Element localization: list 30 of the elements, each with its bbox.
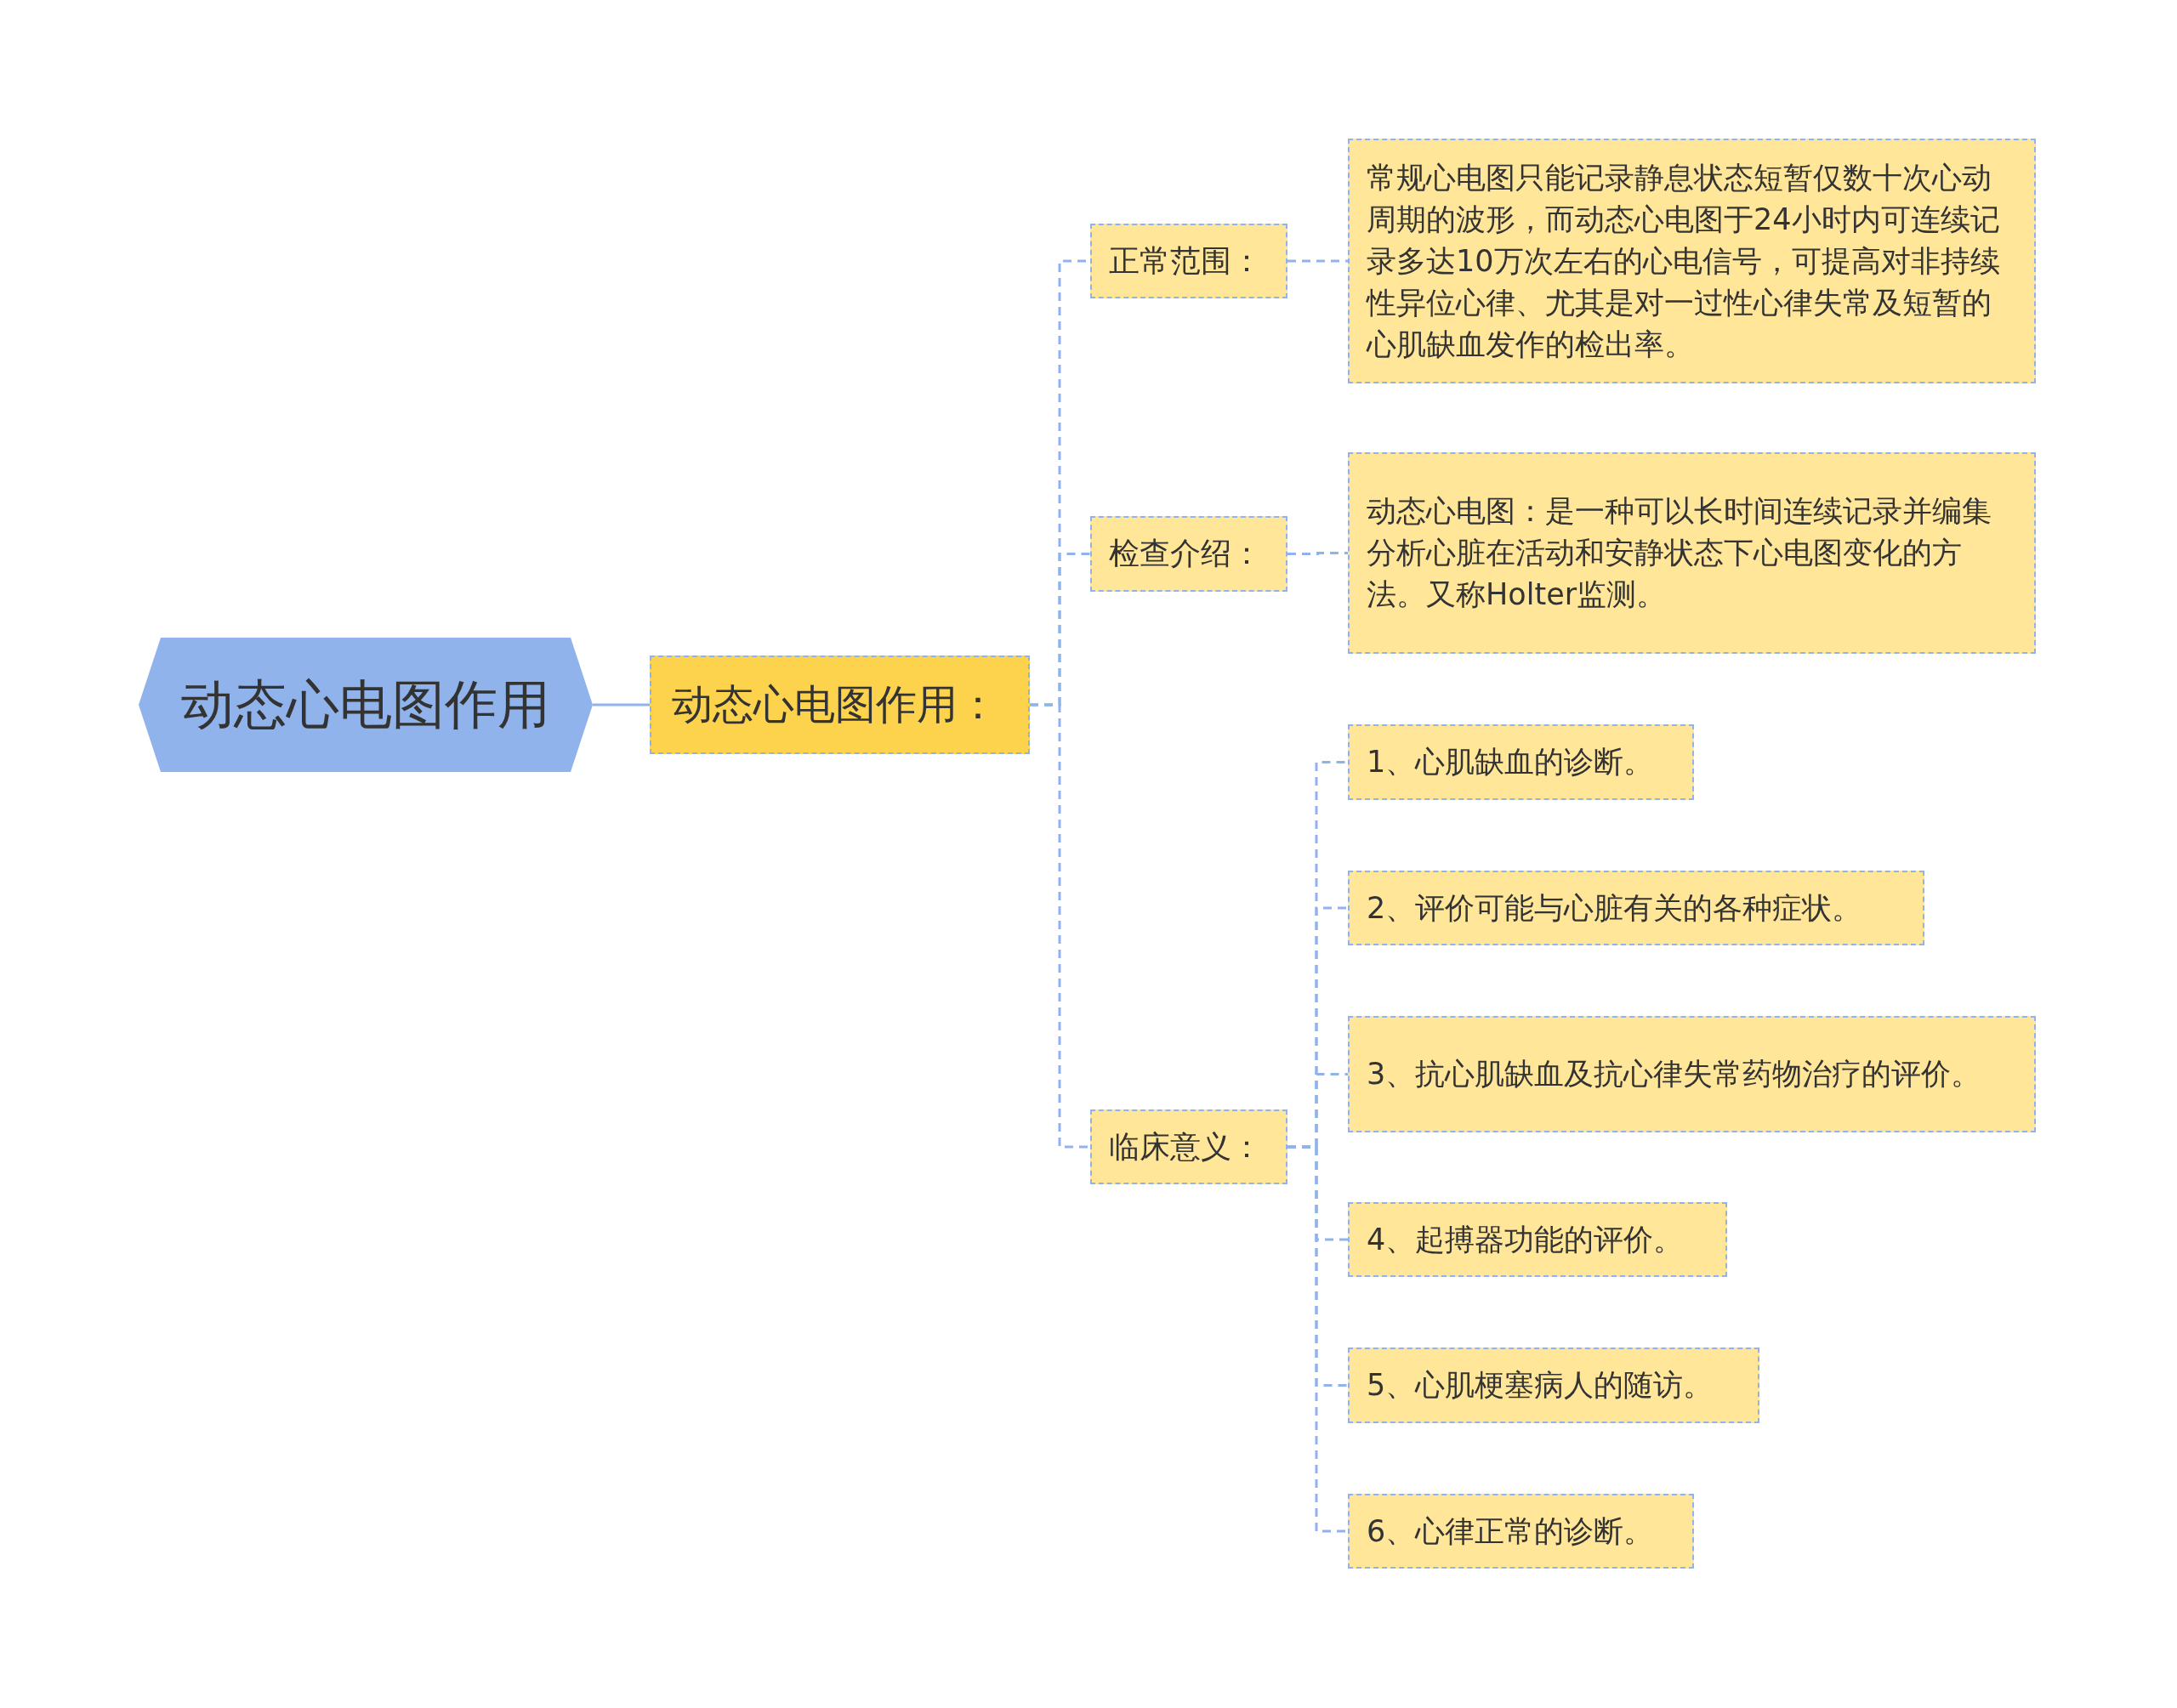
node-text: 2、评价可能与心脏有关的各种症状。 [1367, 889, 1862, 927]
topic-hexagon [139, 638, 593, 772]
node-text: 临床意义： [1109, 1127, 1262, 1166]
node-text: 6、心律正常的诊断。 [1367, 1512, 1654, 1550]
node-text: 正常范围： [1109, 241, 1262, 280]
connector-line [1287, 552, 1348, 555]
note-box [1348, 452, 2036, 654]
note-box [1348, 1494, 1694, 1569]
note-box [1348, 1202, 1727, 1277]
node-text: 3、抗心肌缺血及抗心律失常药物治疗的评价。 [1367, 1056, 1981, 1092]
category-box [1090, 516, 1287, 592]
node-text: 动态心电图作用 [181, 672, 550, 737]
note-box [1348, 724, 1694, 800]
note-box [1348, 1016, 2036, 1132]
node-text: 动态心电图：是一种可以长时间连续记录并编集分析心脏在活动和安静状态下心电图变化的方法。又称Holter监测。 [1367, 493, 1992, 613]
category-box [1090, 224, 1287, 298]
node-text: 动态心电图作用： [672, 679, 998, 729]
node-text: 检查介绍： [1109, 535, 1262, 572]
node-text: 4、起搏器功能的评价。 [1367, 1221, 1684, 1258]
connector-line [1030, 703, 1090, 1149]
branch-box [650, 655, 1030, 754]
note-box [1348, 1348, 1759, 1423]
note-box [1348, 139, 2036, 383]
node-text: 常规心电图只能记录静息状态短暂仅数十次心动周期的波形，而动态心电图于24小时内可连续记录多达10万次左右的心电信号，可提高对非持续性异位心律、尤其是对一过性心律失常及短暂的心肌缺血发作的检出率。 [1367, 159, 2001, 363]
connector-line [593, 703, 650, 706]
connector-line [1287, 259, 1348, 263]
node-text: 1、心肌缺血的诊断。 [1367, 744, 1654, 780]
category-box [1090, 1109, 1287, 1184]
node-text: 5、心肌梗塞病人的随访。 [1367, 1367, 1714, 1404]
note-box [1348, 871, 1924, 945]
